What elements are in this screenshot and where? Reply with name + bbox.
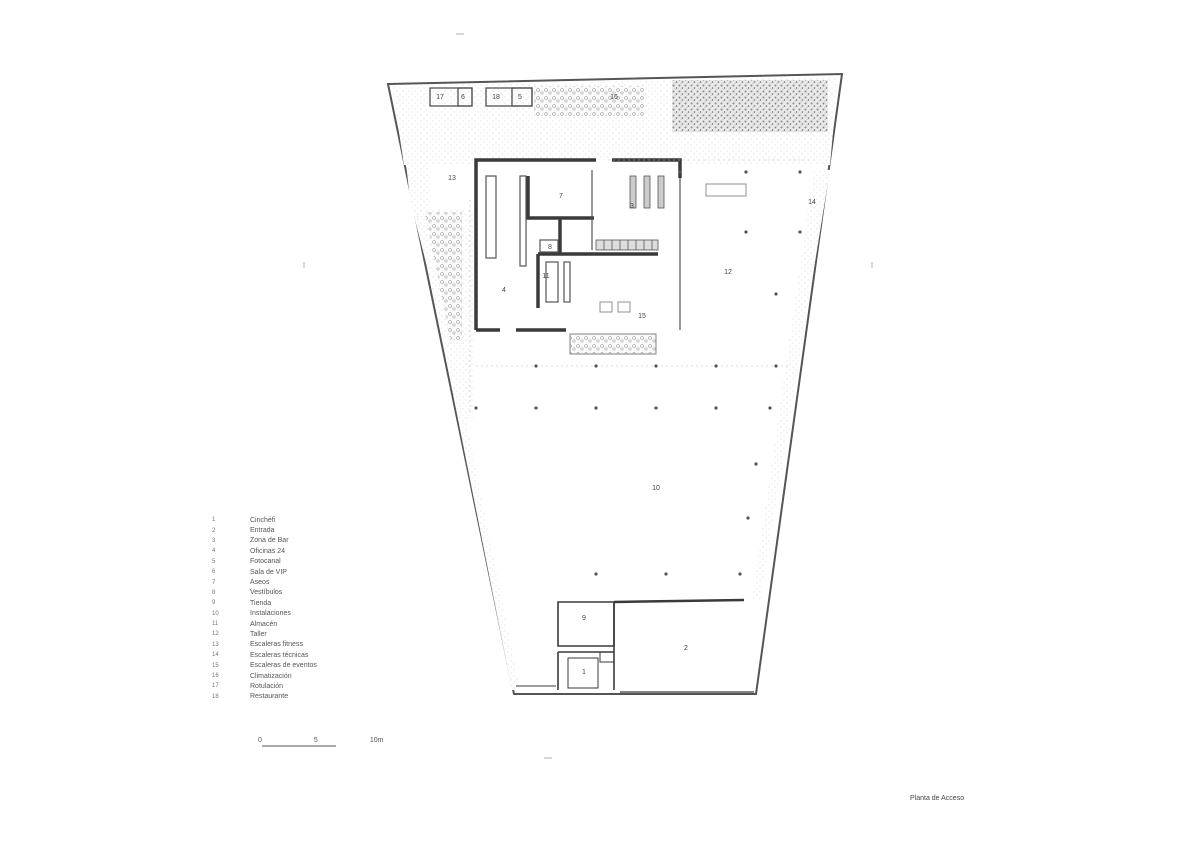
legend-item: 4 Oficinas 24 [212, 546, 372, 556]
main-building [474, 158, 747, 332]
room-label-13: 13 [448, 175, 456, 182]
unit-label-6: 6 [461, 94, 465, 101]
legend-label: Aseos [250, 579, 270, 587]
unit-label-18: 18 [492, 94, 500, 101]
legend-number: 11 [212, 621, 219, 628]
legend-number: 13 [212, 641, 219, 648]
room-label-1: 1 [582, 669, 586, 676]
legend-label: Zona de Bar [250, 537, 289, 545]
legend-number: 3 [212, 537, 216, 544]
legend-label: Escaleras fitness [250, 641, 303, 649]
unit-label-16: 16 [610, 94, 618, 101]
legend-item: 8 Vestíbulos [212, 588, 372, 598]
legend: 1 Cinchéfi 2 Entrada 3 Zona de Bar 4 Oficinas 2… [212, 515, 372, 702]
legend-item: 3 Zona de Bar [212, 536, 372, 546]
right-edge-strip [752, 170, 830, 600]
column-grid [469, 159, 818, 414]
unit-label-5: 5 [518, 94, 522, 101]
room-label-15: 15 [638, 313, 646, 320]
legend-number: 4 [212, 548, 216, 555]
scale-mid: 5 [313, 737, 318, 744]
room-label-8: 8 [548, 244, 552, 251]
unit-label-17: 17 [436, 94, 444, 101]
legend-label: Taller [250, 630, 267, 638]
legend-item: 16 Climatización [212, 671, 372, 681]
legend-label: Vestíbulos [250, 589, 283, 597]
legend-item: 1 Cinchéfi [212, 515, 372, 525]
legend-item: 7 Aseos [212, 577, 372, 587]
legend-item: 12 Taller [212, 629, 372, 639]
legend-item: 17 Rotulación [212, 681, 372, 691]
legend-item: 15 Escaleras de eventos [212, 660, 372, 670]
room-label-10: 10 [652, 485, 660, 492]
legend-label: Fotocanal [250, 558, 281, 566]
legend-label: Escaleras técnicas [250, 651, 309, 659]
legend-label: Almacén [250, 620, 278, 628]
legend-number: 7 [212, 579, 216, 586]
page-ticks [303, 33, 873, 759]
gravel-area [672, 80, 828, 132]
room-label-4: 4 [502, 287, 506, 294]
legend-number: 16 [212, 673, 219, 680]
legend-number: 1 [212, 517, 216, 524]
legend-item: 14 Escaleras técnicas [212, 650, 372, 660]
legend-number: 2 [212, 527, 216, 534]
legend-item: 18 Restaurante [212, 692, 372, 702]
legend-item: 2 Entrada [212, 525, 372, 535]
legend-number: 15 [212, 662, 219, 669]
top-units [429, 87, 533, 107]
legend-number: 12 [212, 631, 219, 638]
legend-item: 9 Tienda [212, 598, 372, 608]
room-label-7: 7 [559, 193, 563, 200]
room-label-9: 9 [582, 615, 586, 622]
legend-label: Entrada [250, 527, 275, 535]
legend-number: 17 [212, 683, 219, 690]
legend-label: Sala de VIP [250, 568, 287, 576]
columns [474, 170, 802, 576]
legend-number: 10 [212, 610, 219, 617]
legend-number: 18 [212, 693, 219, 700]
legend-label: Cinchéfi [250, 516, 276, 524]
room-label-3: 3 [630, 203, 634, 210]
room-label-14: 14 [808, 199, 816, 206]
legend-number: 9 [212, 600, 216, 607]
planter-bar [569, 333, 657, 355]
planting-top [534, 86, 644, 116]
legend-label: Instalaciones [250, 610, 291, 618]
legend-number: 6 [212, 569, 216, 576]
scale-labels: 0 5 10m [258, 737, 435, 744]
legend-label: Tienda [250, 599, 272, 607]
service-blocks [516, 598, 754, 693]
legend-label: Climatización [250, 672, 292, 680]
legend-item: 6 Sala de VIP [212, 567, 372, 577]
room-label-2: 2 [684, 645, 688, 652]
room-label-12: 12 [724, 269, 732, 276]
legend-number: 8 [212, 589, 216, 596]
legend-item: 10 Instalaciones [212, 609, 372, 619]
scale-end: 10m [369, 737, 384, 744]
legend-number: 14 [212, 652, 219, 659]
legend-item: 11 Almacén [212, 619, 372, 629]
legend-label: Oficinas 24 [250, 547, 286, 555]
legend-item: 5 Fotocanal [212, 557, 372, 567]
room-label-11: 11 [542, 273, 549, 280]
left-edge-strip [392, 88, 520, 690]
stairs [595, 175, 665, 251]
plan-caption: Planta de Acceso [910, 795, 965, 802]
scale-zero: 0 [258, 737, 262, 744]
legend-number: 5 [212, 558, 216, 565]
legend-label: Escaleras de eventos [250, 662, 317, 670]
legend-label: Rotulación [250, 682, 284, 690]
legend-item: 13 Escaleras fitness [212, 640, 372, 650]
legend-label: Restaurante [250, 693, 289, 701]
